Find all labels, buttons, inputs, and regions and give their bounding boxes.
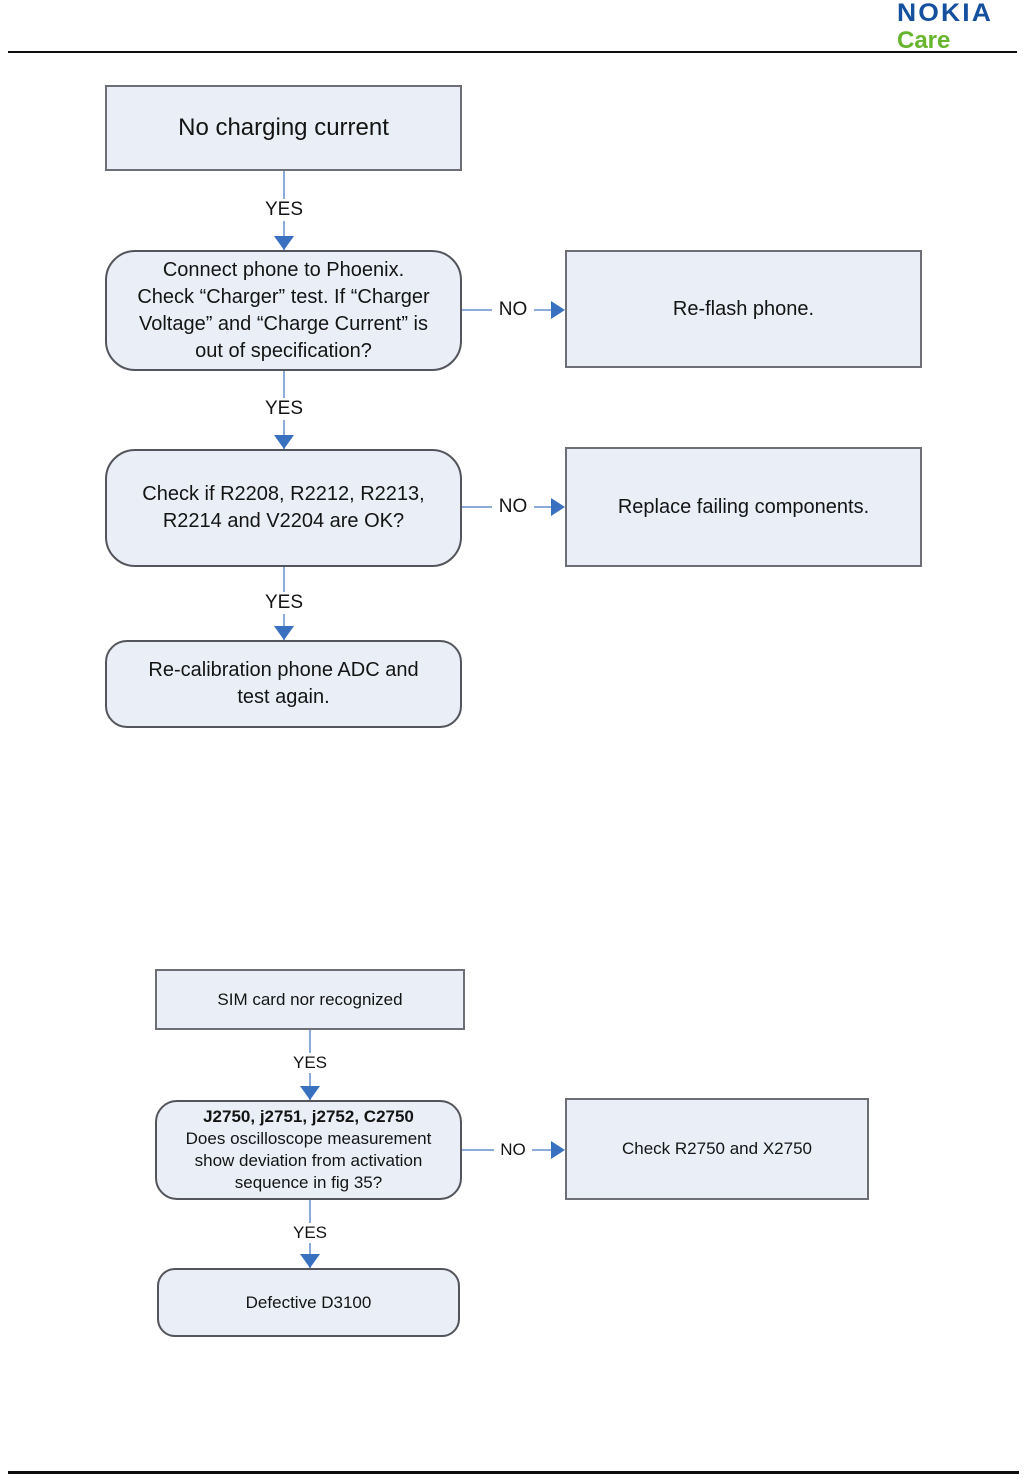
node-label: Re-calibration phone ADC and test again. (148, 659, 419, 708)
node-label: Replace failing components. (617, 495, 870, 518)
node-label: Check if R2208, R2212, R2213, R2214 and … (142, 483, 425, 532)
no-label: NO (494, 1140, 532, 1160)
yes-label: YES (288, 1223, 332, 1243)
arrow-right-icon (551, 1141, 565, 1159)
node-label: Check R2750 and X2750 (622, 1139, 812, 1158)
no-label: NO (492, 299, 534, 321)
header-divider (8, 51, 1017, 53)
node-question-components: Check if R2208, R2212, R2213, R2214 and … (105, 449, 462, 567)
node-question-oscilloscope: J2750, j2751, j2752, C2750 Does oscillos… (155, 1100, 462, 1200)
yes-label: YES (261, 592, 307, 614)
arrow-down-icon (274, 236, 294, 250)
yes-label: YES (261, 398, 307, 420)
node-action-check-r2750: Check R2750 and X2750 (565, 1098, 869, 1200)
node-label: Re-flash phone. (672, 297, 815, 320)
node-start-no-charging: No charging current (105, 85, 462, 171)
care-logo: Care (897, 27, 951, 54)
node-action-replace: Replace failing components. (565, 447, 922, 567)
node-end-defective-d3100: Defective D3100 (157, 1268, 460, 1337)
arrow-down-icon (274, 435, 294, 449)
node-title: J2750, j2751, j2752, C2750 (203, 1107, 414, 1126)
arrow-right-icon (551, 301, 565, 319)
arrow-down-icon (274, 626, 294, 640)
node-start-sim-card: SIM card nor recognized (155, 969, 465, 1030)
node-action-reflash: Re-flash phone. (565, 250, 922, 368)
no-label: NO (492, 496, 534, 518)
node-label: Does oscilloscope measurement show devia… (185, 1129, 432, 1192)
node-label: Connect phone to Phoenix. Check “Charger… (137, 258, 430, 362)
nokia-logo: NOKIA (897, 0, 993, 27)
node-question-charger: Connect phone to Phoenix. Check “Charger… (105, 250, 462, 371)
arrow-right-icon (551, 498, 565, 516)
footer-divider (8, 1471, 1019, 1474)
node-label: Defective D3100 (245, 1292, 372, 1312)
yes-label: YES (261, 199, 307, 221)
yes-label: YES (288, 1053, 332, 1073)
node-label: SIM card nor recognized (217, 989, 403, 1009)
node-label: No charging current (178, 114, 389, 141)
header-brand: NOKIA Care (897, 1, 991, 54)
arrow-down-icon (300, 1254, 320, 1268)
arrow-down-icon (300, 1086, 320, 1100)
node-end-recalibrate: Re-calibration phone ADC and test again. (105, 640, 462, 728)
